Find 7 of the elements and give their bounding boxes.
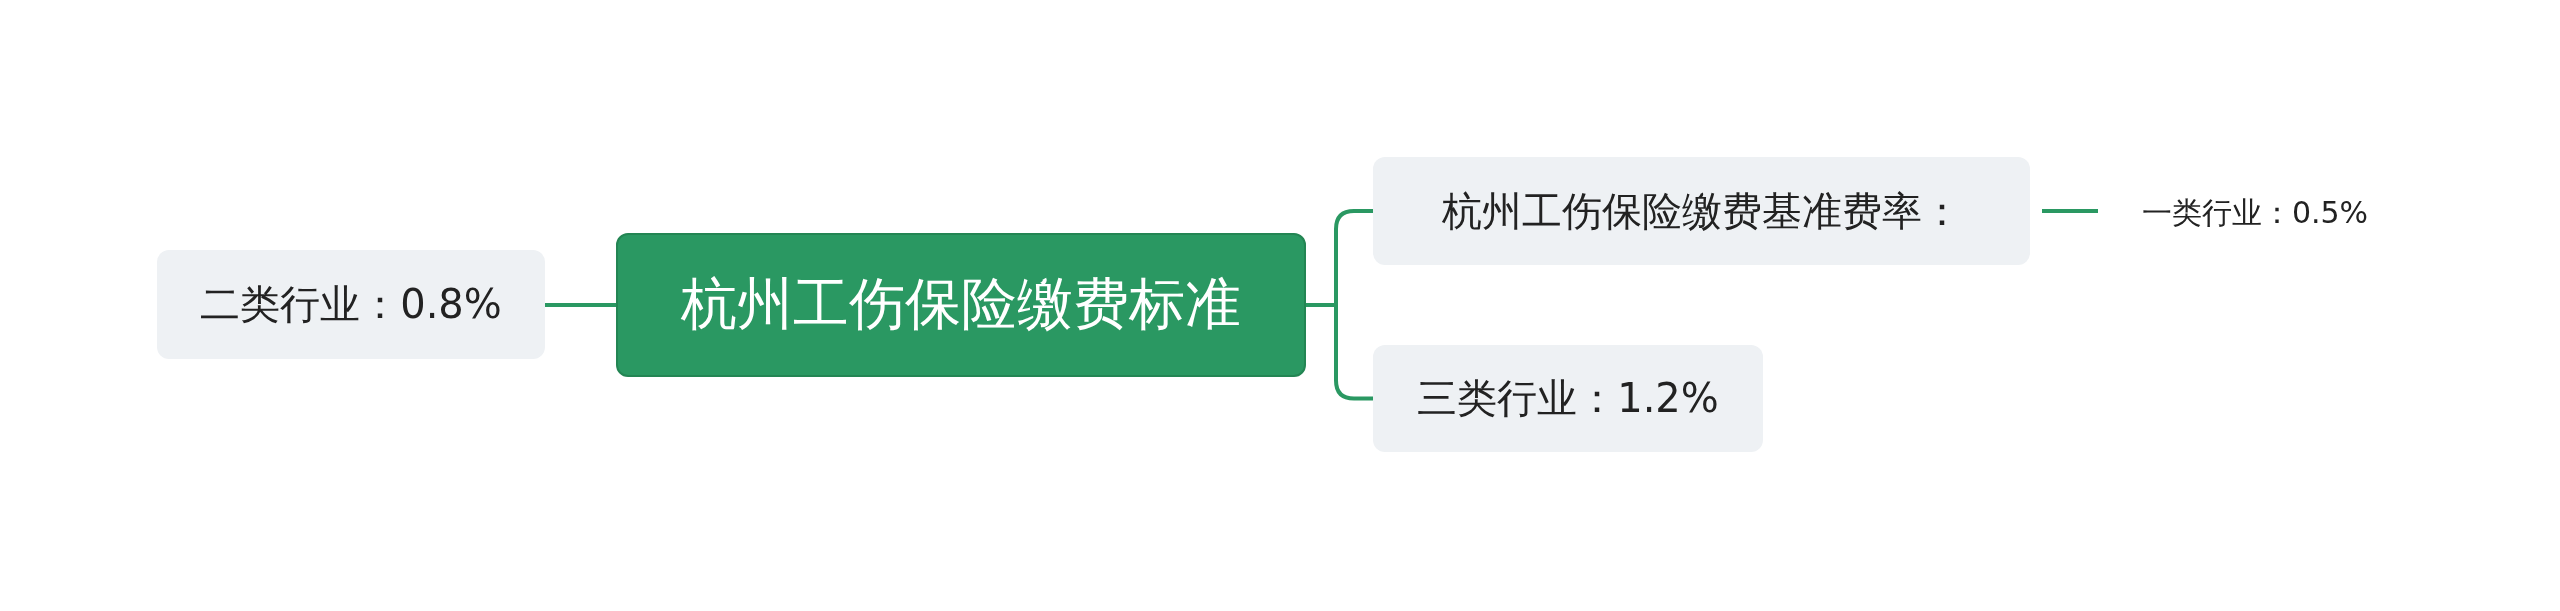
topic-box: 杭州工伤保险缴费基准费率： xyxy=(1373,157,2030,265)
connector-line xyxy=(545,303,616,307)
central-topic-box: 杭州工伤保险缴费标准 xyxy=(616,233,1306,377)
topic-text: 一类行业：0.5% xyxy=(2110,190,2400,236)
topic-box: 二类行业：0.8% xyxy=(157,250,545,359)
connector-line xyxy=(2042,209,2098,213)
topic-box: 三类行业：1.2% xyxy=(1373,345,1763,452)
